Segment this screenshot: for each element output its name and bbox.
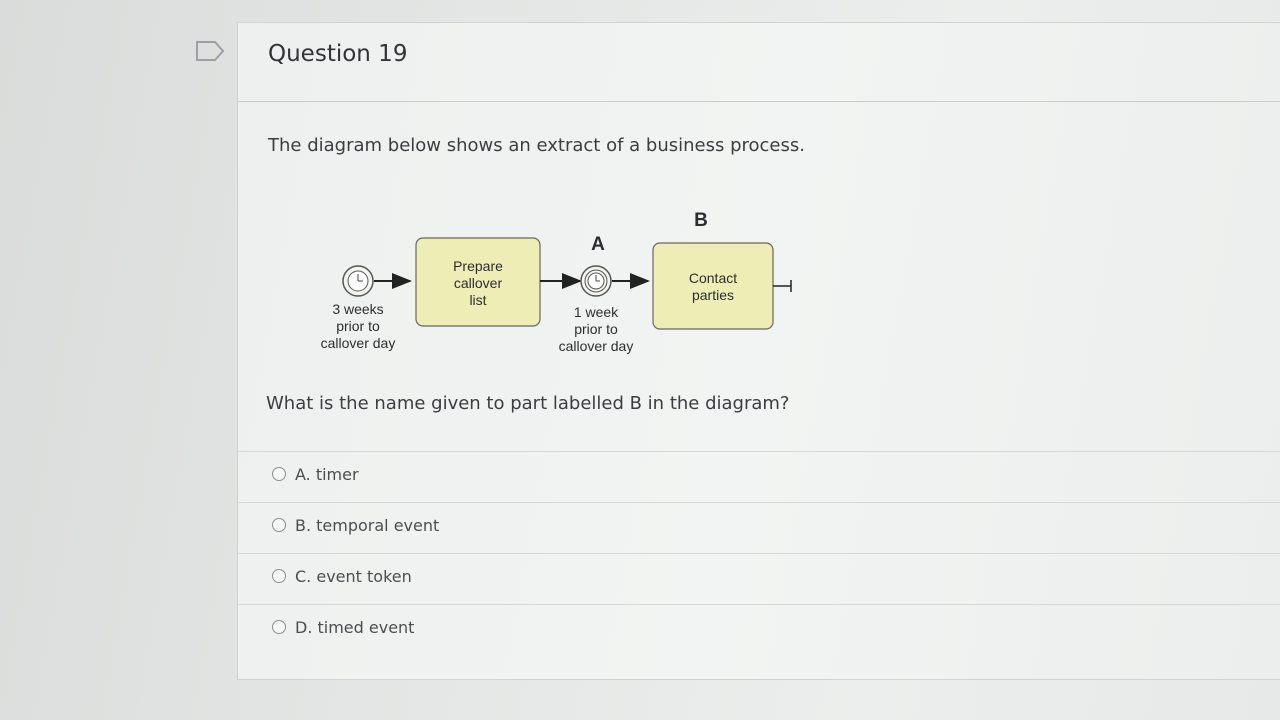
- option-b[interactable]: B. temporal event: [272, 512, 439, 538]
- option-label: A. timer: [295, 464, 359, 484]
- start-event-label: 3 weeks prior to callover day: [320, 301, 396, 351]
- radio-button-icon[interactable]: [272, 620, 286, 634]
- option-label: C. event token: [295, 566, 412, 586]
- option-label: B. temporal event: [295, 515, 440, 535]
- divider: [238, 553, 1280, 554]
- question-title: Question 19: [268, 41, 408, 67]
- radio-button-icon[interactable]: [272, 518, 286, 532]
- question-intro: The diagram below shows an extract of a …: [268, 135, 805, 156]
- question-prompt: What is the name given to part labelled …: [266, 393, 790, 414]
- task2-label: Contact parties: [688, 270, 738, 303]
- process-diagram: A B 3 weeks prior to callover day Prepar…: [298, 188, 818, 354]
- label-a: A: [591, 234, 605, 255]
- question-header: Question 19: [238, 23, 1280, 102]
- timer-event-label: 1 week prior to callover day: [558, 304, 634, 354]
- question-card: Question 19 The diagram below shows an e…: [237, 22, 1280, 680]
- intermediate-timer-event: [580, 265, 612, 297]
- divider: [238, 502, 1280, 503]
- label-b: B: [694, 210, 708, 231]
- task1-label: Prepare callover list: [453, 258, 503, 308]
- radio-button-icon[interactable]: [272, 569, 286, 583]
- option-c[interactable]: C. event token: [272, 563, 412, 589]
- option-label: D. timed event: [295, 617, 415, 637]
- option-a[interactable]: A. timer: [272, 461, 359, 487]
- start-timer-event: [342, 265, 374, 297]
- radio-button-icon[interactable]: [272, 467, 286, 481]
- flag-icon[interactable]: [195, 40, 225, 62]
- option-d[interactable]: D. timed event: [272, 614, 414, 640]
- divider: [238, 451, 1280, 452]
- divider: [238, 604, 1280, 605]
